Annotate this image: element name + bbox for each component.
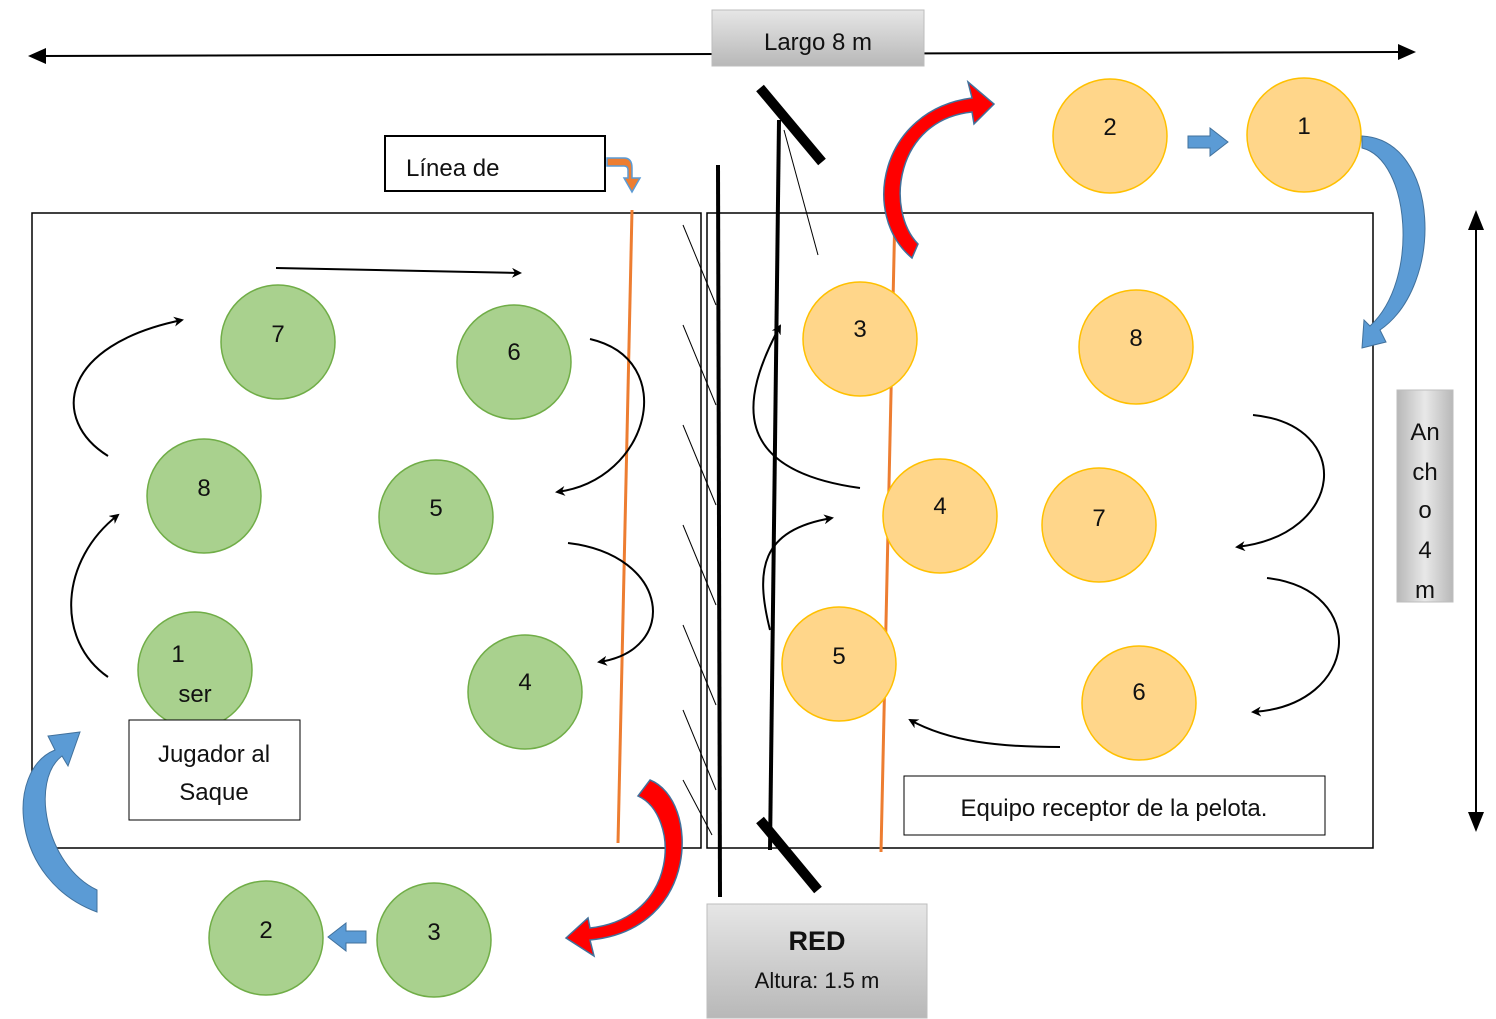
curved-arrow-icon (883, 79, 996, 260)
player-green-8: 8 (146, 438, 262, 554)
width-dimension (1468, 210, 1484, 832)
player-number: 5 (429, 495, 442, 522)
server-caption-line: Saque (179, 779, 248, 806)
bent-arrow-icon (606, 157, 642, 194)
length-label-box: Largo 8 m (711, 9, 925, 67)
attack-line-left (616, 209, 634, 844)
width-label-part: o (1418, 497, 1431, 524)
width-label-part: m (1415, 577, 1435, 604)
player-sub-label: ser (178, 681, 211, 708)
rotation-arrows-orange (752, 324, 1341, 748)
player-orange-1: 1 (1246, 77, 1362, 193)
player-number: 1 (171, 641, 184, 668)
player-number: 2 (259, 917, 272, 944)
width-label-box: An ch o 4 m (1396, 389, 1454, 604)
receiving-caption-box: Equipo receptor de la pelota. (903, 775, 1326, 836)
player-number: 6 (507, 339, 520, 366)
player-number: 5 (832, 643, 845, 670)
player-orange-2: 2 (1052, 78, 1168, 194)
player-number: 6 (1132, 679, 1145, 706)
curved-arrow-icon (564, 779, 683, 958)
player-green-2: 2 (208, 880, 324, 996)
width-label-part: ch (1412, 459, 1437, 486)
player-orange-6: 6 (1081, 645, 1197, 761)
player-number: 2 (1103, 114, 1116, 141)
player-green-6: 6 (456, 304, 572, 420)
player-number: 3 (427, 919, 440, 946)
court-left-half (31, 212, 702, 849)
arrow-left-icon (327, 921, 367, 953)
player-green-4: 4 (467, 634, 583, 750)
player-orange-5: 5 (781, 606, 897, 722)
player-number: 8 (197, 475, 210, 502)
receiving-caption: Equipo receptor de la pelota. (961, 795, 1268, 822)
player-green-5: 5 (378, 459, 494, 575)
line-label: Línea de (406, 155, 499, 182)
net (682, 84, 826, 898)
line-label-box: Línea de (384, 135, 642, 194)
width-label-part: 4 (1418, 537, 1431, 564)
player-orange-4: 4 (882, 458, 998, 574)
server-caption-box: Jugador al Saque (128, 719, 301, 821)
length-label: Largo 8 m (764, 29, 872, 56)
player-number: 8 (1129, 325, 1142, 352)
team-green: 7 6 8 5 1 ser 4 2 3 (137, 284, 583, 998)
width-label-part: An (1410, 419, 1439, 446)
player-orange-7: 7 (1041, 467, 1157, 583)
team-orange: 2 1 3 8 4 7 5 6 (781, 77, 1362, 761)
player-green-7: 7 (220, 284, 336, 400)
curved-arrow-icon (22, 731, 98, 913)
court-right-half (706, 212, 1374, 849)
rotation-arrows-green (70, 267, 654, 678)
net-height: Altura: 1.5 m (755, 968, 880, 993)
player-number: 1 (1297, 113, 1310, 140)
arrow-right-icon (1187, 126, 1229, 158)
player-number: 4 (933, 493, 946, 520)
player-number: 7 (271, 321, 284, 348)
player-green-3: 3 (376, 882, 492, 998)
red-arrows (564, 79, 996, 958)
net-title: RED (788, 926, 845, 956)
player-number: 3 (853, 316, 866, 343)
player-number: 7 (1092, 505, 1105, 532)
court (31, 212, 1374, 849)
player-orange-3: 3 (802, 281, 918, 397)
blue-arrows (22, 126, 1426, 953)
player-orange-8: 8 (1078, 289, 1194, 405)
curved-arrow-icon (1361, 135, 1426, 349)
player-green-1-server: 1 ser (137, 611, 253, 729)
player-number: 4 (518, 669, 531, 696)
server-caption-line: Jugador al (158, 741, 270, 768)
net-label-box: RED Altura: 1.5 m (706, 903, 928, 1019)
